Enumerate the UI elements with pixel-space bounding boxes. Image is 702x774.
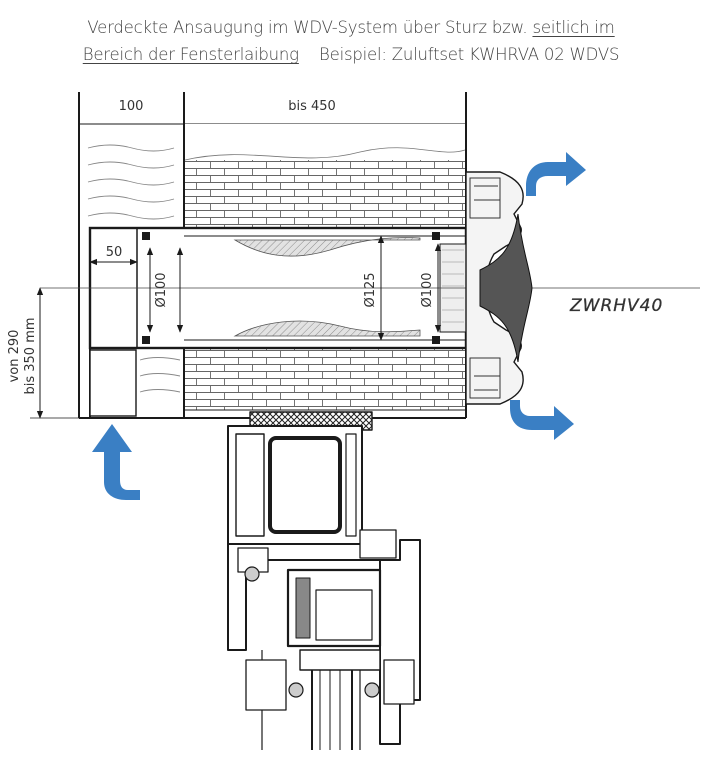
airflow-arrows [92,152,586,500]
diagram-caption: Verdeckte Ansaugung im WDV-System über S… [0,14,702,68]
masonry-upper [185,160,465,228]
air-intake-arrow-icon [92,424,140,500]
caption-line-2-underlined: Bereich der Fensterlaibung [82,45,299,64]
product-label: ZWRHV40 [569,296,663,316]
dim-top-right: bis 450 [288,99,336,114]
masonry-lower [185,348,465,410]
window-frame-profile [227,411,421,750]
dim-duct-inner: Ø100 [154,272,169,307]
air-out-upper-arrow-icon [526,152,586,196]
dimension-lines [30,235,442,419]
dim-left-depth: 50 [106,245,123,260]
caption-line-2: Bereich der Fensterlaibung Beispiel: Zul… [0,41,702,68]
dim-height-line-2: bis 350 mm [23,317,38,394]
caption-line-1-underlined: seitlich im [532,18,615,37]
dim-top-left: 100 [119,99,144,114]
dim-duct-main: Ø125 [363,272,378,307]
insulation-layer [87,144,181,393]
dim-duct-outlet: Ø100 [420,272,435,307]
duct-housing [79,226,468,419]
dim-height-line-1: von 290 [7,330,22,383]
air-out-lower-arrow-icon [510,400,574,440]
wall-valve-device [465,171,533,405]
inner-insulation-top [233,237,421,257]
inner-insulation-bottom [233,320,421,337]
caption-line-2-text: Beispiel: Zuluftset KWHRVA 02 WDVS [319,45,620,64]
caption-line-1: Verdeckte Ansaugung im WDV-System über S… [0,14,702,41]
caption-line-1-text: Verdeckte Ansaugung im WDV-System über S… [87,18,533,37]
